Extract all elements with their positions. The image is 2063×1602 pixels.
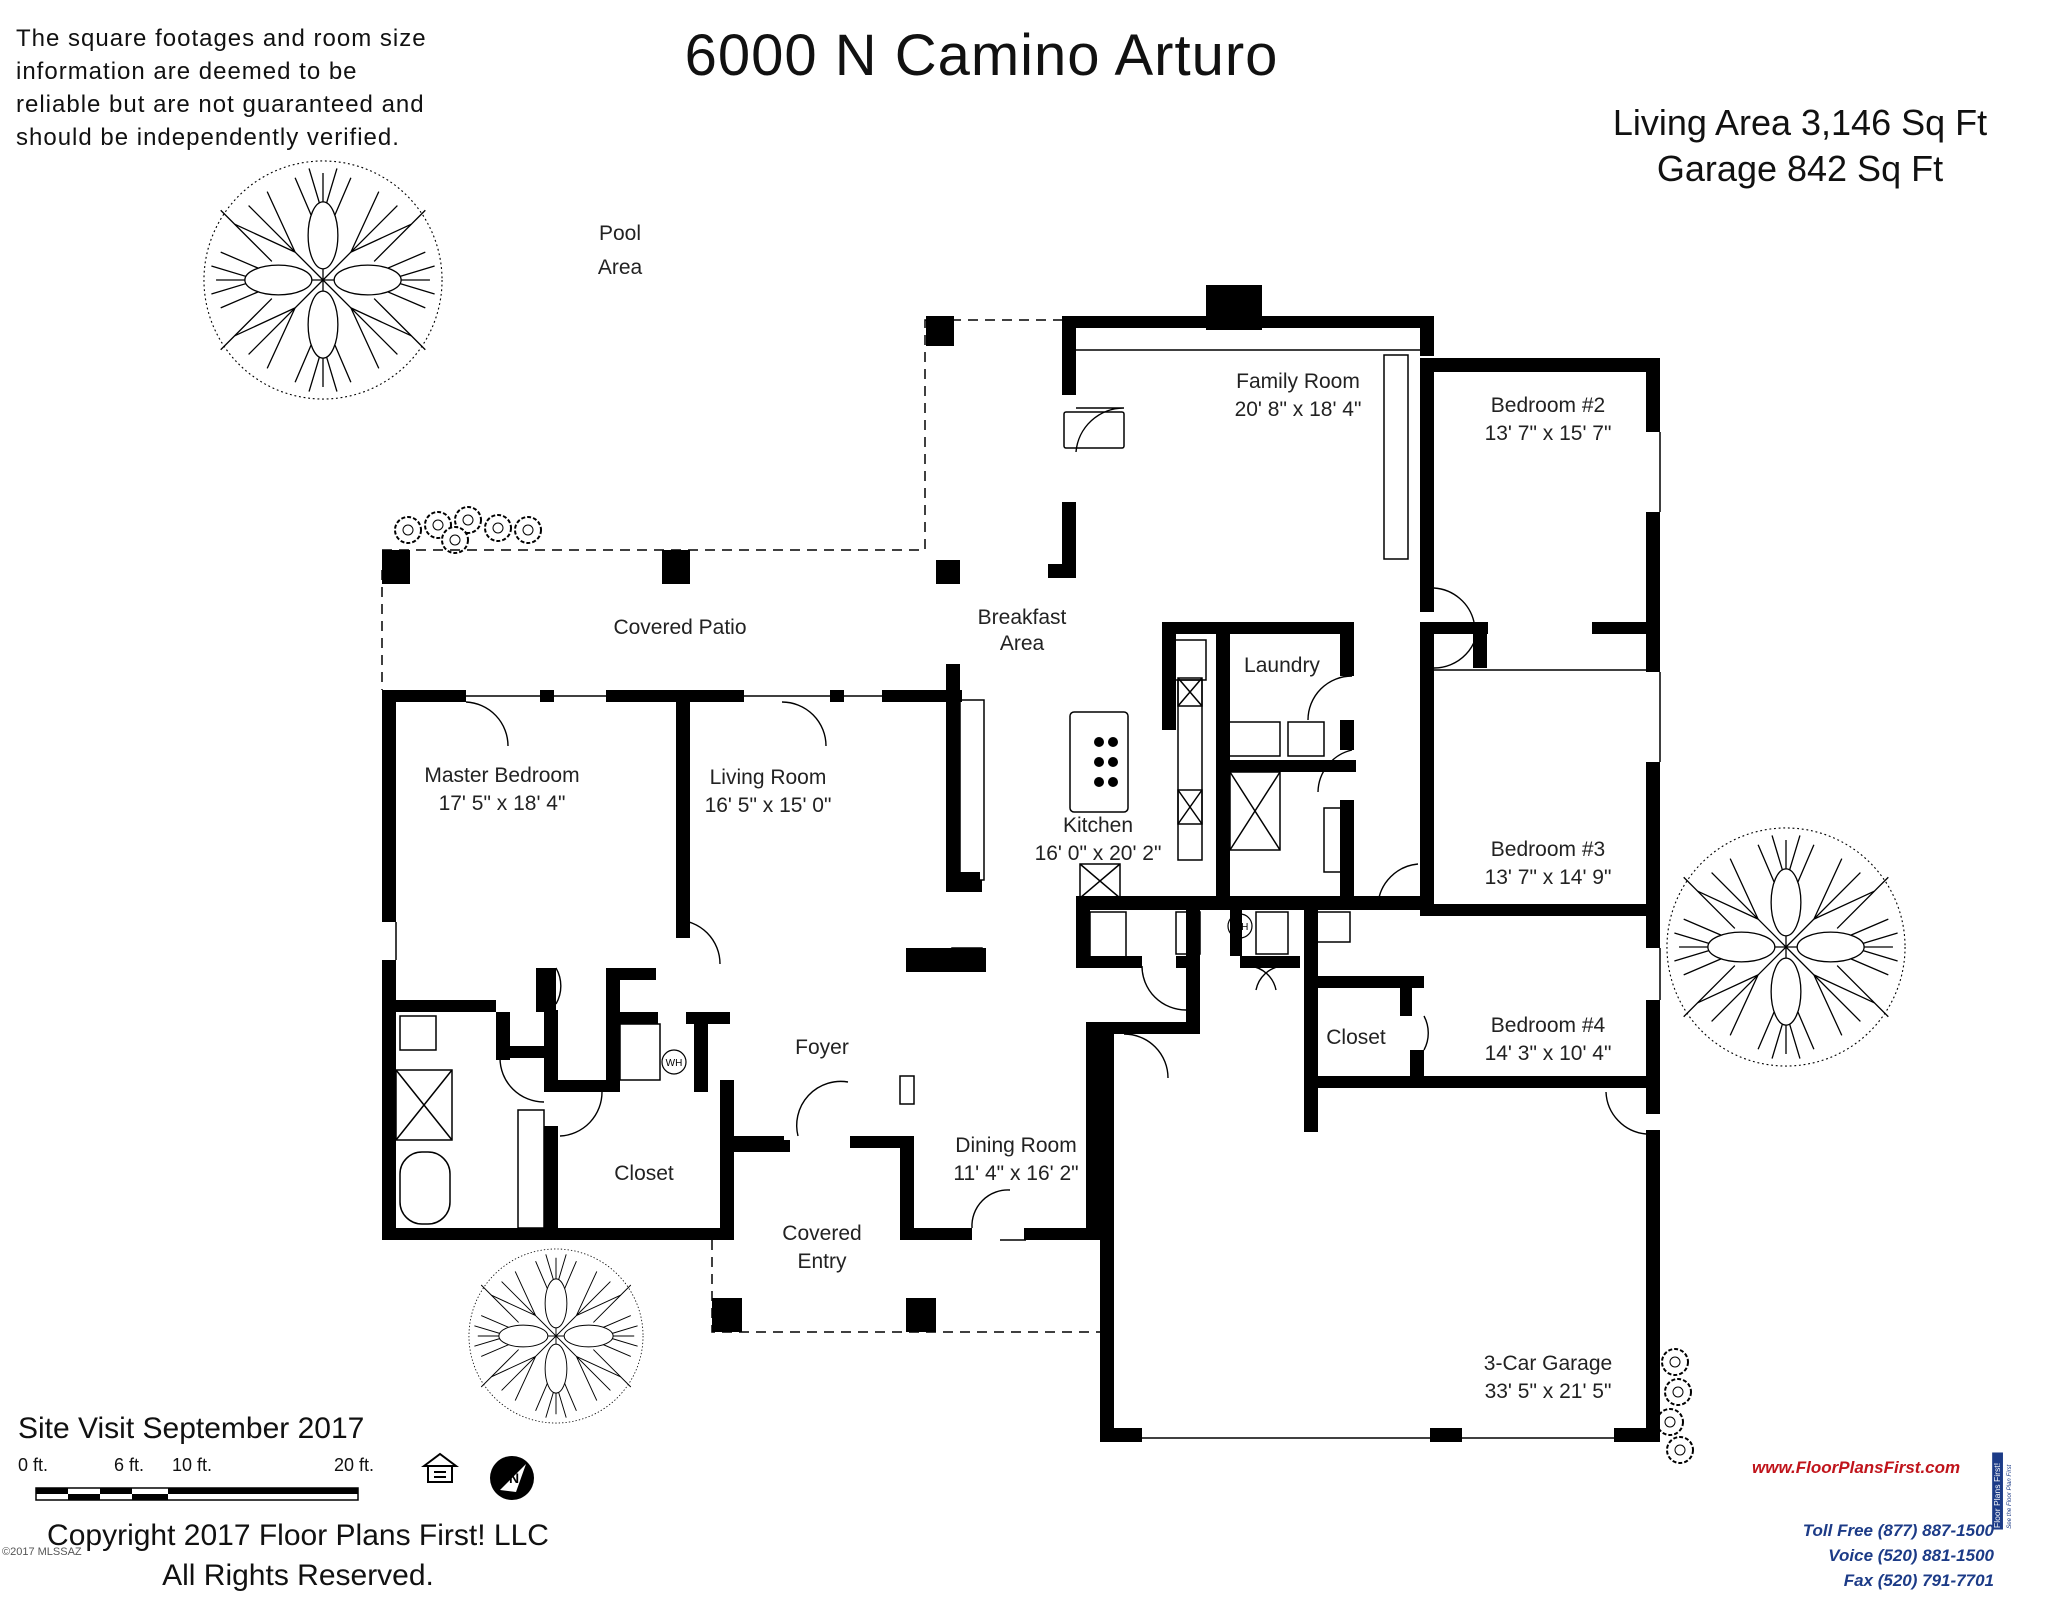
voice-phone: Voice (520) 881-1500 (1828, 1546, 1994, 1565)
page-title-text: 6000 N Camino Arturo (684, 23, 1279, 88)
brand-name: Floor Plans First! (1992, 1463, 2002, 1528)
disclaimer-line: should be independently verified. (16, 124, 400, 151)
family-room-size: 20' 8" x 18' 4" (1235, 398, 1362, 421)
master-closet-label: Closet (614, 1162, 674, 1185)
garage-size: 33' 5" x 21' 5" (1485, 1380, 1612, 1403)
bedroom4-name: Bedroom #4 (1491, 1014, 1606, 1037)
scale-label-0: 0 ft. (18, 1455, 49, 1475)
bedroom2-size: 13' 7" x 15' 7" (1485, 422, 1612, 445)
door-swings (465, 407, 1647, 1241)
covered-patio-label: Covered Patio (613, 616, 746, 639)
dining-room-name: Dining Room (955, 1134, 1076, 1157)
brand-logo: Floor Plans First! See the Floor Plan Fi… (1992, 1452, 2013, 1530)
bedroom3-name: Bedroom #3 (1491, 838, 1605, 861)
tree-icon (1666, 827, 1906, 1067)
page-title: 6000 N Camino Arturo (0, 22, 2063, 89)
garage-area-text: Garage 842 Sq Ft (1656, 148, 1944, 189)
area-summary: Living Area 3,146 Sq Ft Garage 842 Sq Ft (1560, 100, 2040, 192)
tree-icon (203, 160, 443, 400)
north-arrow-icon: N (490, 1456, 534, 1500)
pool-label: Pool (599, 222, 641, 245)
copyright-line1: Copyright 2017 Floor Plans First! LLC (47, 1519, 549, 1552)
mls-watermark: ©2017 MLSSAZ (2, 1546, 82, 1558)
water-heater-label: WH (666, 1058, 683, 1069)
copyright: Copyright 2017 Floor Plans First! LLC Al… (18, 1516, 578, 1596)
master-bedroom-size: 17' 5" x 18' 4" (439, 792, 566, 815)
water-heater-label: WH (1232, 922, 1249, 933)
disclaimer-line: The square footages and room size (16, 25, 427, 52)
copyright-line2: All Rights Reserved. (162, 1559, 434, 1592)
breakfast-label: Breakfast (978, 606, 1067, 629)
laundry-label: Laundry (1244, 654, 1320, 677)
equal-housing-icon (421, 1452, 459, 1483)
bedroom4-closet-label: Closet (1326, 1026, 1386, 1049)
bedroom2-name: Bedroom #2 (1491, 394, 1605, 417)
water-heater-icon (1227, 913, 1253, 939)
scale-label-6: 6 ft. (114, 1455, 145, 1475)
pool-label: Area (598, 256, 643, 279)
living-area-text: Living Area 3,146 Sq Ft (1612, 102, 1988, 143)
covered-entry-label: Entry (797, 1250, 847, 1273)
master-bedroom-name: Master Bedroom (424, 764, 579, 787)
family-room-name: Family Room (1236, 370, 1360, 393)
interior-lines (395, 349, 1661, 1439)
brand-contact: Toll Free (877) 887-1500 Voice (520) 881… (1730, 1518, 1994, 1593)
brand-website-link[interactable]: www.FloorPlansFirst.com (1752, 1458, 1961, 1477)
scale-bar (35, 1487, 359, 1501)
living-room-size: 16' 5" x 15' 0" (705, 794, 832, 817)
room-labels: Pool Area Family Room 20' 8" x 18' 4" Be… (424, 222, 1612, 1403)
stove-burners (1094, 737, 1118, 787)
kitchen-size: 16' 0" x 20' 2" (1035, 842, 1162, 865)
covered-entry-label: Covered (782, 1222, 861, 1245)
water-heater-icon (661, 1049, 687, 1075)
garage-name: 3-Car Garage (1484, 1352, 1612, 1375)
living-room-name: Living Room (710, 766, 827, 789)
bedroom4-size: 14' 3" x 10' 4" (1485, 1042, 1612, 1065)
brand-tagline: See the Floor Plan First (2006, 1464, 2013, 1528)
disclaimer: The square footages and room size inform… (16, 22, 456, 154)
svg-text:N: N (509, 1470, 519, 1486)
scale-label-10: 10 ft. (172, 1455, 213, 1475)
dining-room-size: 11' 4" x 16' 2" (953, 1162, 1078, 1185)
disclaimer-line: information are deemed to be (16, 58, 358, 85)
toll-free-phone: Toll Free (877) 887-1500 (1802, 1521, 1994, 1540)
breakfast-label: Area (1000, 632, 1045, 655)
bedroom3-size: 13' 7" x 14' 9" (1485, 866, 1612, 889)
disclaimer-line: reliable but are not guaranteed and (16, 91, 425, 118)
foyer-label: Foyer (795, 1036, 849, 1059)
kitchen-name: Kitchen (1063, 814, 1133, 837)
tree-icon (468, 1248, 644, 1424)
walls (382, 285, 1660, 1442)
fax-number: Fax (520) 791-7701 (1843, 1571, 1994, 1590)
site-visit-text: Site Visit September 2017 (18, 1412, 365, 1445)
scale-label-20: 20 ft. (334, 1455, 375, 1475)
